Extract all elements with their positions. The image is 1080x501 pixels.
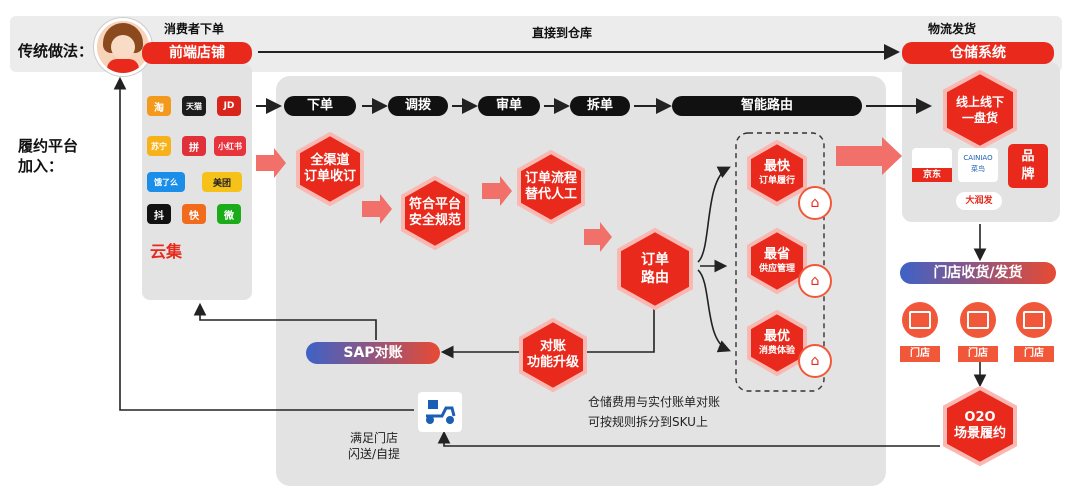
traditional-label: 传统做法： <box>18 42 94 60</box>
hex-compliance-line1: 符合平台 <box>408 197 461 212</box>
store-label: 门店 <box>900 346 940 362</box>
store-icon <box>1016 302 1052 338</box>
xiaohongshu-icon: 小红书 <box>214 136 246 156</box>
brand-badge-line1: 品 <box>1021 149 1035 164</box>
platform-label-line1: 履约平台 <box>18 137 79 155</box>
hex-compliance-line2: 安全规范 <box>408 213 461 228</box>
yunji-logo: 云集 <box>150 242 183 261</box>
store-label: 门店 <box>958 346 998 362</box>
store-icon <box>902 302 938 338</box>
hex-fastest: 最快订单履行 <box>744 139 810 207</box>
jd-icon: JD <box>217 96 241 116</box>
hex-channel-order: 全渠道订单收订 <box>293 131 367 207</box>
delivery-note-line2: 闪送/自提 <box>348 447 401 461</box>
hex-cheapest-line1: 最省 <box>763 247 790 262</box>
hex-process: 订单流程替代人工 <box>514 149 588 225</box>
pipeline-order: 下单 <box>284 96 356 116</box>
hex-online-offline-line2: 一盘货 <box>961 111 998 125</box>
hex-reconcile-line1: 对账 <box>539 339 566 354</box>
delivery-note-line1: 满足门店 <box>350 431 399 445</box>
eleme-icon: 饿了么 <box>147 172 185 192</box>
sap-reconcile-pill: SAP对账 <box>306 342 440 364</box>
wechat-icon: 微 <box>217 204 241 224</box>
reconcile-note-line2: 可按规则拆分到SKU上 <box>588 415 708 429</box>
jd-logo: 京东 <box>912 148 952 182</box>
taobao-icon: 淘 <box>147 96 171 116</box>
hex-online-offline-line1: 线上线下 <box>955 95 1004 109</box>
hex-compliance: 符合平台安全规范 <box>398 175 472 251</box>
direct-label: 直接到仓库 <box>532 26 593 40</box>
pinduoduo-icon: 拼 <box>182 136 206 156</box>
store-receive-ship-pill: 门店收货/发货 <box>900 262 1056 284</box>
hex-cheapest-line2: 供应管理 <box>758 264 795 274</box>
store-badge-icon: ⌂ <box>798 344 832 378</box>
hex-best-line2: 消费体验 <box>758 346 795 356</box>
kuaishou-icon: 快 <box>182 204 206 224</box>
cainiao-logo-line1: CAINIAO <box>963 154 993 162</box>
suning-icon: 苏宁 <box>147 136 171 156</box>
strategy-dashed-box <box>735 132 825 392</box>
hex-process-line2: 替代人工 <box>524 187 577 202</box>
hex-fastest-line2: 订单履行 <box>758 176 795 186</box>
reconcile-note: 仓储费用与实付账单对账 可按规则拆分到SKU上 <box>588 392 720 432</box>
platform-label: 履约平台 加入： <box>18 136 78 176</box>
warehouse-system-pill: 仓储系统 <box>902 42 1054 64</box>
hex-fastest-line1: 最快 <box>763 159 790 174</box>
hex-best-line1: 最优 <box>763 329 790 344</box>
hex-cheapest: 最省供应管理 <box>744 227 810 295</box>
hex-routing-line2: 路由 <box>641 270 669 286</box>
hex-o2o-line1: O2O <box>964 410 996 425</box>
consumer-order-label: 消费者下单 <box>164 22 225 36</box>
meituan-icon: 美团 <box>202 172 242 192</box>
darunfa-logo: 大润发 <box>956 192 1002 210</box>
hex-best: 最优消费体验 <box>744 309 810 377</box>
jd-logo-text: 京东 <box>912 168 952 182</box>
pipeline-smart-routing: 智能路由 <box>672 96 862 116</box>
cainiao-logo: CAINIAO 菜鸟 <box>958 148 998 182</box>
hex-process-line1: 订单流程 <box>524 171 577 186</box>
reconcile-note-line1: 仓储费用与实付账单对账 <box>588 395 721 409</box>
store-label: 门店 <box>1014 346 1054 362</box>
hex-online-offline: 线上线下一盘货 <box>940 69 1020 151</box>
platform-label-line2: 加入： <box>18 157 64 175</box>
hex-channel-line1: 全渠道 <box>310 153 350 168</box>
hex-routing-line1: 订单 <box>641 252 669 268</box>
tmall-icon: 天猫 <box>182 96 206 116</box>
pipeline-review: 审单 <box>478 96 540 116</box>
brand-badge: 品 牌 <box>1008 144 1048 188</box>
red-arrow <box>256 148 286 178</box>
scooter-delivery-icon <box>418 392 462 432</box>
pipeline-split: 拆单 <box>570 96 630 116</box>
to-warehouse-red-arrow <box>836 137 902 175</box>
hex-reconcile-line2: 功能升级 <box>526 355 579 370</box>
store-badge-icon: ⌂ <box>798 186 832 220</box>
store-icon <box>960 302 996 338</box>
pipeline-transfer: 调拨 <box>388 96 448 116</box>
brand-badge-line2: 牌 <box>1021 167 1035 182</box>
hex-routing: 订单路由 <box>614 227 696 311</box>
logistics-label: 物流发货 <box>928 22 977 36</box>
delivery-note: 满足门店 闪送/自提 <box>348 430 400 462</box>
front-store-pill: 前端店铺 <box>142 42 252 64</box>
hex-reconcile: 对账功能升级 <box>516 317 590 393</box>
hex-o2o-line2: 场景履约 <box>953 426 1006 441</box>
hex-channel-line2: 订单收订 <box>303 169 356 184</box>
store-badge-icon: ⌂ <box>798 264 832 298</box>
cainiao-logo-line2: 菜鸟 <box>971 165 985 173</box>
douyin-icon: 抖 <box>147 204 171 224</box>
